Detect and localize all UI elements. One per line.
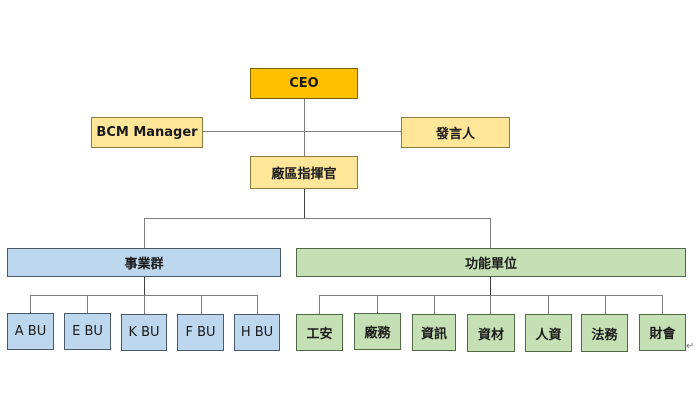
connector-ceo-commander	[304, 99, 305, 156]
node-function[interactable]: 資材	[467, 314, 515, 352]
node-bcm-manager[interactable]: BCM Manager	[91, 117, 203, 148]
connector-fu-1	[319, 295, 320, 315]
node-ceo[interactable]: CEO	[250, 68, 358, 99]
node-function[interactable]: 財會	[639, 314, 686, 351]
connector-bu-a	[30, 295, 31, 315]
connector-fu-6	[605, 295, 606, 315]
node-spokesperson[interactable]: 發言人	[401, 117, 510, 148]
connector-bu-f	[201, 295, 202, 315]
connector-fu-4	[490, 295, 491, 315]
connector-fu-2	[377, 295, 378, 315]
node-bu[interactable]: E BU	[64, 313, 111, 350]
connector-to-business-group	[144, 218, 145, 248]
node-bu[interactable]: H BU	[234, 314, 280, 351]
connector-groups-horizontal	[144, 218, 491, 219]
node-function[interactable]: 資訊	[412, 314, 456, 351]
node-function[interactable]: 工安	[296, 314, 343, 351]
node-function[interactable]: 法務	[581, 314, 628, 352]
connector-commander-down	[304, 189, 305, 218]
paragraph-mark-icon: ↵	[686, 341, 695, 352]
node-business-group[interactable]: 事業群	[7, 248, 281, 277]
node-function[interactable]: 廠務	[354, 313, 401, 350]
connector-fu-horizontal	[319, 295, 663, 296]
node-bu[interactable]: A BU	[7, 313, 54, 350]
connector-bu-k	[144, 295, 145, 315]
connector-bu-h	[257, 295, 258, 315]
node-bu[interactable]: F BU	[177, 314, 224, 351]
connector-advisors	[203, 131, 401, 132]
connector-fu-3	[434, 295, 435, 315]
node-bu[interactable]: K BU	[121, 314, 167, 351]
node-function[interactable]: 人資	[525, 314, 572, 352]
connector-fu-7	[662, 295, 663, 315]
connector-to-functional-units	[490, 218, 491, 248]
node-functional-units[interactable]: 功能單位	[296, 248, 686, 277]
connector-bg-down	[144, 277, 145, 295]
connector-fu-down	[490, 277, 491, 295]
node-site-commander[interactable]: 廠區指揮官	[250, 156, 358, 189]
connector-bu-e	[87, 295, 88, 315]
connector-fu-5	[548, 295, 549, 315]
